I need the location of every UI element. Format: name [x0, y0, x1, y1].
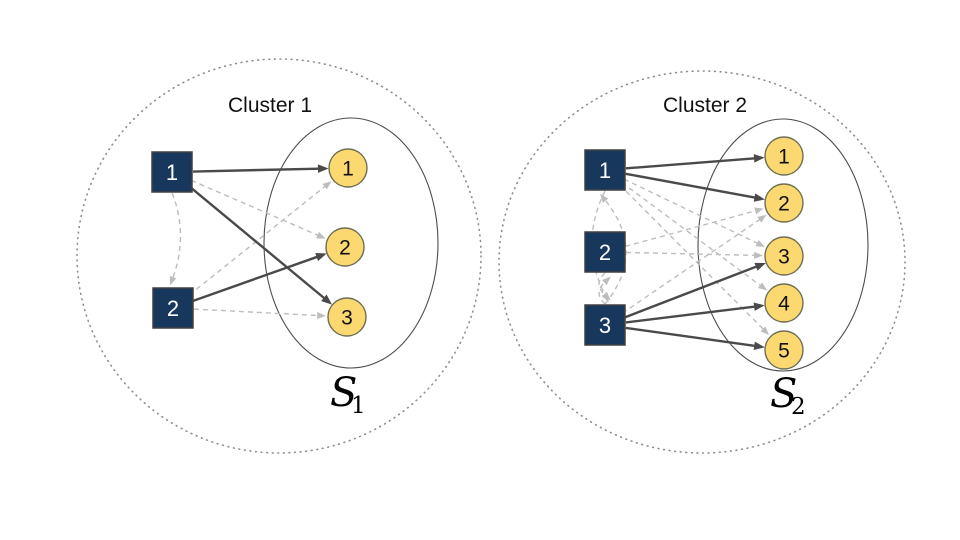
cluster2-set-label-subscript: 2	[791, 394, 806, 420]
cluster1-square-1-label: 1	[166, 160, 178, 185]
cluster1-nodes: 1 2 1 2 3	[151, 148, 368, 337]
cluster2-edge-s2-c3	[625, 251, 763, 259]
cluster2-circle-1	[764, 136, 804, 176]
cluster2-circle-3-label: 3	[778, 246, 790, 269]
cluster1-circle-3	[327, 297, 367, 337]
cluster1-group: Cluster 1 1 2 1 2 3 S 1	[76, 58, 482, 454]
cluster1-set-label: S	[330, 370, 357, 416]
cluster1-circle-2	[325, 227, 365, 267]
cluster2-edge-s3-c4	[625, 302, 765, 324]
cluster2-set-ellipse	[697, 118, 869, 372]
cluster1-square-1	[151, 151, 193, 193]
cluster1-edge-s2-c3	[193, 308, 326, 319]
cluster2-square-2-label: 2	[599, 240, 611, 265]
cluster2-edge-s3-c2	[621, 214, 767, 314]
cluster1-edges	[169, 164, 333, 319]
cluster2-group: Cluster 2 1 2 3 1 2 3 4 5 S 2	[498, 70, 906, 454]
cluster1-circle-1	[328, 148, 368, 188]
cluster1-edge-s1-c1	[192, 164, 329, 173]
cluster1-title: Cluster 1	[228, 94, 312, 117]
cluster1-edge-s1-s2	[169, 192, 182, 286]
cluster1-square-2-label: 2	[167, 296, 179, 321]
cluster2-square-3	[584, 304, 626, 346]
cluster2-square-1	[584, 149, 626, 191]
cluster2-nodes: 1 2 3 1 2 3 4 5	[584, 136, 804, 370]
cluster2-edge-s1-c3	[623, 178, 765, 247]
cluster2-circle-2	[764, 183, 804, 223]
cluster2-edge-s3-c5	[625, 326, 765, 351]
cluster2-circle-4-label: 4	[778, 293, 790, 316]
cluster1-edge-s2-c1	[188, 181, 332, 296]
cluster2-circle-3	[764, 236, 804, 276]
cluster2-edge-s3-s1	[600, 193, 627, 305]
cluster2-edge-s3-s2	[598, 276, 611, 305]
cluster2-edge-s2-c2	[625, 207, 764, 248]
cluster1-circle-1-label: 1	[342, 158, 354, 181]
cluster2-edge-s2-s3	[598, 272, 611, 301]
cluster2-circle-2-label: 2	[778, 193, 790, 216]
cluster2-edge-s1-c1	[625, 154, 765, 170]
cluster2-edge-s1-c2	[625, 172, 765, 202]
cluster2-dotted-boundary	[498, 70, 906, 454]
cluster1-edge-s1-c2	[190, 179, 326, 239]
cluster2-circle-5	[764, 330, 804, 370]
cluster2-title: Cluster 2	[663, 94, 747, 117]
cluster2-edge-s3-c3	[624, 262, 766, 319]
cluster2-square-1-label: 1	[599, 158, 611, 183]
cluster2-edge-s1-c5	[619, 184, 770, 336]
cluster2-circle-4	[764, 283, 804, 323]
cluster1-set-label-subscript: 1	[351, 393, 366, 419]
cluster1-edge-s2-c2	[192, 253, 327, 303]
cluster2-circle-5-label: 5	[778, 340, 790, 363]
cluster2-edge-s1-c4	[621, 181, 768, 291]
cluster1-circle-3-label: 3	[341, 307, 353, 330]
cluster2-set-label: S	[770, 371, 797, 417]
cluster2-square-2	[584, 231, 626, 273]
cluster1-set-ellipse	[263, 117, 439, 369]
cluster1-square-2	[152, 287, 194, 329]
cluster1-edge-s1-c3	[187, 184, 333, 305]
cluster1-dotted-boundary	[76, 58, 482, 454]
cluster2-circle-1-label: 1	[778, 146, 790, 169]
cluster1-circle-2-label: 2	[339, 237, 351, 260]
cluster2-square-3-label: 3	[599, 313, 611, 338]
